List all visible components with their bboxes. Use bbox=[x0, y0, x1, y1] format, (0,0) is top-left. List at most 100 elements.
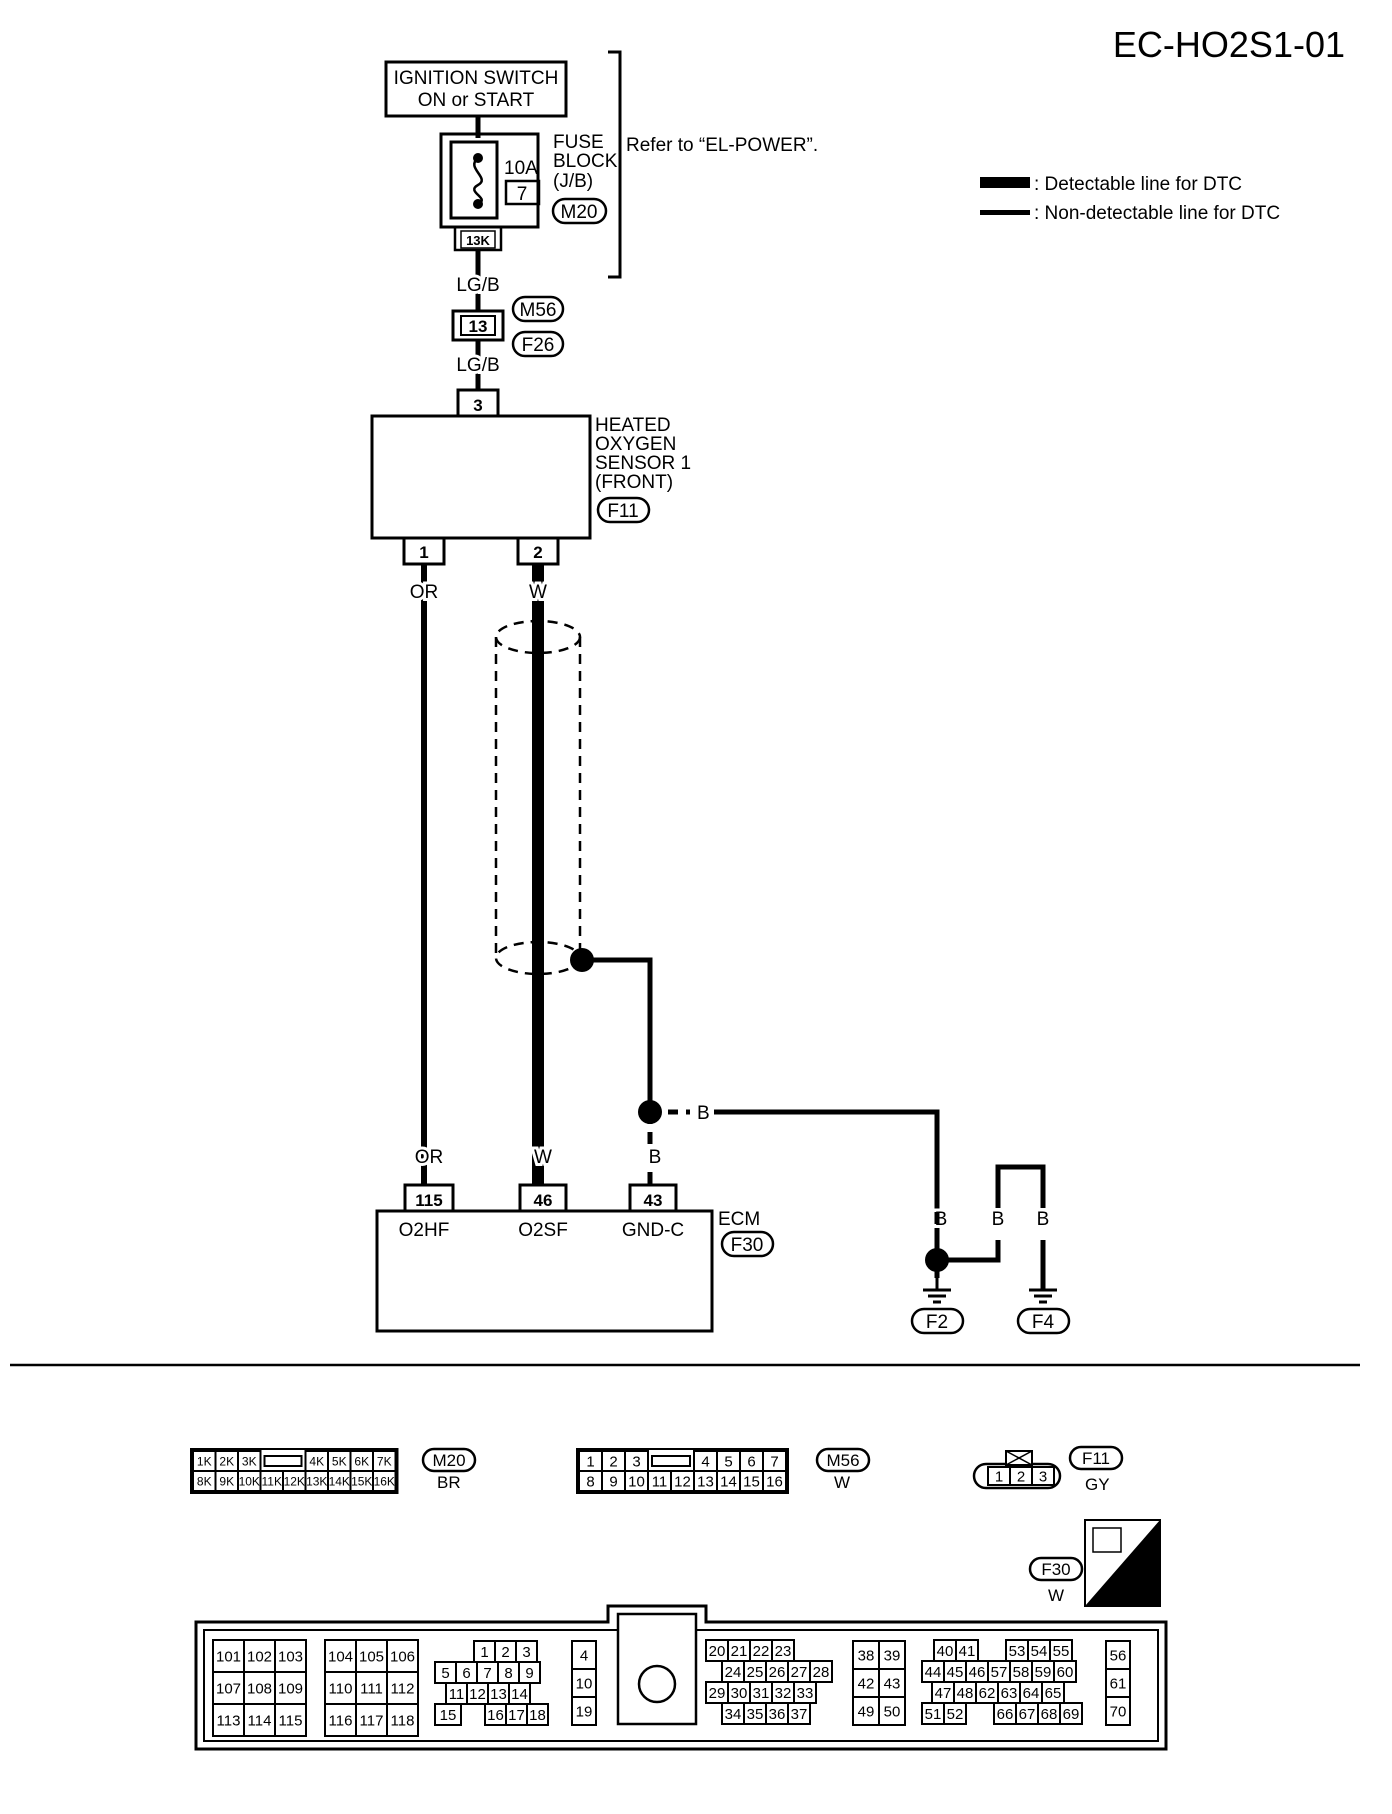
conn-f30-pin-117-box bbox=[355, 1703, 388, 1737]
conn-f30-pin-2: 2 bbox=[501, 1644, 509, 1661]
joint-connector: 13 M56 F26 bbox=[451, 295, 565, 358]
conn-f30-pin-6: 6 bbox=[462, 1665, 470, 1682]
conn-f30-pin-48: 48 bbox=[957, 1685, 974, 1702]
conn-f30-pin-45: 45 bbox=[947, 1664, 964, 1681]
conn-f30-pin-61: 61 bbox=[1110, 1675, 1127, 1692]
conn-f30-pin-67: 67 bbox=[1019, 1706, 1036, 1723]
conn-f30-pin-34: 34 bbox=[725, 1706, 742, 1723]
fuse-block: 10A 7 FUSE BLOCK (J/B) M20 13K bbox=[439, 132, 618, 252]
legend-detectable: : Detectable line for DTC bbox=[1034, 174, 1242, 195]
conn-f11-pin-3-box bbox=[1031, 1466, 1055, 1486]
conn-f30-id: F30 bbox=[1041, 1560, 1070, 1579]
conn-f30-pin-112: 112 bbox=[391, 1680, 415, 1697]
conn-f30-pin-28: 28 bbox=[813, 1664, 830, 1681]
conn-f30-pin-118: 118 bbox=[391, 1712, 415, 1729]
conn-f30-pin-59: 59 bbox=[1035, 1664, 1052, 1681]
ecm-pin-43-name: GND-C bbox=[622, 1220, 684, 1241]
conn-m56-r1-5: 5 bbox=[724, 1453, 732, 1470]
conn-m20-r2-13K: 13K bbox=[306, 1474, 327, 1488]
fuse-label3: (J/B) bbox=[553, 171, 593, 192]
conn-f30-pin-115: 115 bbox=[279, 1712, 303, 1729]
conn-m20-r2-11K: 11K bbox=[262, 1474, 282, 1488]
conn-f30-pin-111: 111 bbox=[360, 1680, 383, 1697]
conn-f30-pin-29: 29 bbox=[709, 1685, 726, 1702]
conn-f30-pin-19-box bbox=[571, 1696, 597, 1726]
conn-f30-pin-28-box bbox=[809, 1660, 833, 1683]
conn-m56-id: M56 bbox=[826, 1451, 859, 1470]
conn-f30-pin-112-box bbox=[386, 1671, 419, 1705]
conn-f30-pin-4: 4 bbox=[580, 1647, 588, 1664]
conn-m56-r2-16-box bbox=[762, 1470, 787, 1492]
conn-f30-pin-114-box bbox=[243, 1703, 276, 1737]
fuse-label1: FUSE bbox=[553, 132, 604, 153]
conn-m56-r2-8: 8 bbox=[586, 1473, 594, 1490]
ground-f4-label: F4 bbox=[1032, 1312, 1055, 1333]
conn-f30-pin-70: 70 bbox=[1110, 1703, 1127, 1720]
fuse-label2: BLOCK bbox=[553, 151, 618, 172]
wire-b-jumper: B bbox=[992, 1209, 1005, 1230]
wire-b-f4: B bbox=[1037, 1209, 1050, 1230]
wire-or-bottom: OR bbox=[415, 1147, 444, 1168]
conn-f30-pin-9: 9 bbox=[525, 1665, 533, 1682]
conn-f30-pin-19: 19 bbox=[576, 1703, 593, 1720]
conn-f30-pin-115-box bbox=[274, 1703, 307, 1737]
conn-f30-pin-62: 62 bbox=[979, 1685, 996, 1702]
conn-f30-pin-22: 22 bbox=[753, 1643, 770, 1660]
ignition-line1: IGNITION SWITCH bbox=[394, 68, 559, 89]
conn-f30-pin-5: 5 bbox=[441, 1665, 449, 1682]
ecm-pin-46-name: O2SF bbox=[518, 1220, 568, 1241]
sensor-line2: OXYGEN bbox=[595, 434, 676, 455]
conn-f30-pin-50-box bbox=[878, 1696, 906, 1726]
conn-f30-pin-103-box bbox=[274, 1639, 307, 1673]
conn-f30-pin-68: 68 bbox=[1041, 1706, 1058, 1723]
ecm-pin-115-name: O2HF bbox=[399, 1220, 450, 1241]
conn-f30-pin-49: 49 bbox=[858, 1703, 875, 1720]
conn-m56-r1-4: 4 bbox=[701, 1453, 709, 1470]
conn-m56-r2-13: 13 bbox=[697, 1473, 714, 1490]
conn-f30-pin-66: 66 bbox=[997, 1706, 1014, 1723]
conn-f30-pin-116-box bbox=[324, 1703, 357, 1737]
conn-f30-pin-114: 114 bbox=[248, 1712, 272, 1729]
conn-f30-pin-39-box bbox=[878, 1640, 906, 1670]
conn-f30-pin-17: 17 bbox=[508, 1707, 525, 1724]
conn-f30-pin-30: 30 bbox=[731, 1685, 748, 1702]
conn-m56-r1-6: 6 bbox=[747, 1453, 755, 1470]
wire-b-branch: B bbox=[697, 1103, 710, 1124]
conn-m20-r2-8K: 8K bbox=[197, 1474, 212, 1488]
sensor-line3: SENSOR 1 bbox=[595, 453, 691, 474]
conn-f30-pin-12: 12 bbox=[469, 1686, 486, 1703]
ground-f2: B B F2 bbox=[910, 1164, 1050, 1335]
ground-f2-label: F2 bbox=[926, 1312, 948, 1333]
conn-m56-r2-9: 9 bbox=[609, 1473, 617, 1490]
conn-f30-pin-20: 20 bbox=[709, 1643, 726, 1660]
sensor-pin1: 1 bbox=[419, 543, 428, 562]
conn-m20-r2-9K: 9K bbox=[219, 1474, 234, 1488]
conn-f30-pin-25: 25 bbox=[747, 1664, 764, 1681]
sensor-connector: F11 bbox=[607, 501, 638, 522]
conn-f30-pin-65: 65 bbox=[1045, 1685, 1062, 1702]
conn-f30-pin-8: 8 bbox=[504, 1665, 512, 1682]
conn-f30-pin-108: 108 bbox=[247, 1680, 272, 1697]
conn-f30-pin-56-box bbox=[1105, 1640, 1131, 1670]
conn-f30-pin-106: 106 bbox=[390, 1648, 415, 1665]
conn-f30-pin-10: 10 bbox=[576, 1675, 593, 1692]
conn-f30-pin-107-box bbox=[212, 1671, 245, 1705]
conn-m56-r1-1: 1 bbox=[586, 1453, 594, 1470]
diagram-title: EC-HO2S1-01 bbox=[1113, 24, 1345, 65]
conn-f11-pin-1: 1 bbox=[995, 1468, 1003, 1485]
conn-m20-r1-2K: 2K bbox=[219, 1454, 234, 1468]
conn-f30-pin-46: 46 bbox=[969, 1664, 986, 1681]
conn-m56-r2-16: 16 bbox=[766, 1473, 783, 1490]
fuse-amp: 10A bbox=[504, 158, 538, 179]
conn-f30-pin-116: 116 bbox=[329, 1712, 353, 1729]
conn-f30-pin-18: 18 bbox=[529, 1707, 546, 1724]
conn-f30-pin-15-box bbox=[434, 1703, 462, 1726]
ignition-line2: ON or START bbox=[418, 90, 535, 111]
conn-f30-pin-16: 16 bbox=[487, 1707, 504, 1724]
conn-m20-r1-7K: 7K bbox=[377, 1454, 392, 1468]
conn-f30-pin-69-box bbox=[1059, 1702, 1083, 1725]
joint-connector-a: M56 bbox=[520, 300, 557, 321]
conn-f30-pin-32: 32 bbox=[775, 1685, 792, 1702]
